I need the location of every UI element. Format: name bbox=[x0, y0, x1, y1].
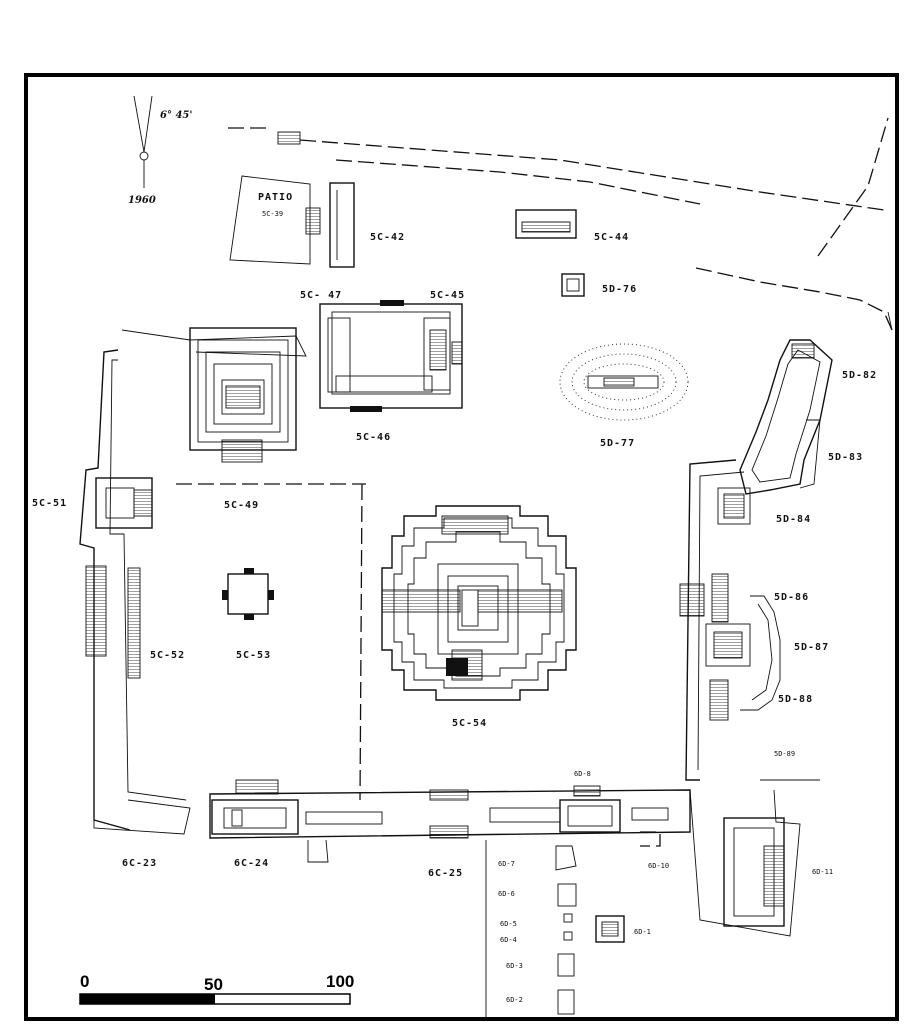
structure-5c-53: 5C-53 bbox=[176, 483, 366, 801]
label-5c-42: 5C-42 bbox=[370, 232, 405, 243]
structure-5c-42: 5C-42 bbox=[329, 182, 405, 268]
label-5d-86: 5D-86 bbox=[774, 592, 809, 603]
label-5d-83: 5D-83 bbox=[828, 452, 863, 463]
label-6c-24: 6C-24 bbox=[234, 858, 269, 869]
north-arrow: 6° 45' 1960 bbox=[128, 95, 192, 206]
label-patio: PATIO bbox=[258, 192, 293, 203]
label-6d-8: 6D-8 bbox=[574, 770, 591, 778]
structure-5d-76: 5D-76 bbox=[561, 273, 637, 297]
label-5c-52: 5C-52 bbox=[150, 650, 185, 661]
label-5c-49: 5C-49 bbox=[224, 500, 259, 511]
structure-5c-49: 5C-49 bbox=[121, 327, 307, 511]
label-5c-46: 5C-46 bbox=[356, 432, 391, 443]
structure-6d-11: 6D-11 bbox=[689, 789, 833, 937]
label-6d-6: 6D-6 bbox=[498, 890, 515, 898]
label-6d-1: 6D-1 bbox=[634, 928, 651, 936]
label-5d-88: 5D-88 bbox=[778, 694, 813, 705]
structure-5c-45-46-47: 5C- 47 5C-45 5C-46 bbox=[300, 290, 465, 443]
scale-tick-50: 50 bbox=[204, 975, 223, 994]
label-6d-3: 6D-3 bbox=[506, 962, 523, 970]
label-6d-5: 6D-5 bbox=[500, 920, 517, 928]
label-5d-76: 5D-76 bbox=[602, 284, 637, 295]
label-6d-2: 6D-2 bbox=[506, 996, 523, 1004]
label-5c-44: 5C-44 bbox=[594, 232, 629, 243]
label-5c-53: 5C-53 bbox=[236, 650, 271, 661]
structure-5c-44: 5C-44 bbox=[515, 209, 629, 243]
label-6d-11: 6D-11 bbox=[812, 868, 833, 876]
label-5d-84: 5D-84 bbox=[776, 514, 811, 525]
structure-5d-77: 5D-77 bbox=[559, 343, 689, 449]
structure-5c-54: 5C-54 bbox=[381, 505, 577, 729]
label-6d-10: 6D-10 bbox=[648, 862, 669, 870]
west-platform: 5C-51 5C-52 bbox=[32, 349, 187, 831]
label-5c-45: 5C-45 bbox=[430, 290, 465, 301]
label-5c-54: 5C-54 bbox=[452, 718, 487, 729]
label-5d-82: 5D-82 bbox=[842, 370, 877, 381]
declination-label: 6° 45' bbox=[160, 110, 192, 121]
scale-bar: 0 50 100 bbox=[79, 972, 354, 1005]
label-5d-89: 5D-89 bbox=[774, 750, 795, 758]
label-5d-87: 5D-87 bbox=[794, 642, 829, 653]
north-year-label: 1960 bbox=[128, 195, 156, 206]
label-5d-77: 5D-77 bbox=[600, 438, 635, 449]
label-6c-25: 6C-25 bbox=[428, 868, 463, 879]
south-platform: 6D-8 6C-24 6C-23 6C-25 bbox=[122, 770, 691, 879]
label-6d-7: 6D-7 bbox=[498, 860, 515, 868]
label-5c-47: 5C- 47 bbox=[300, 290, 342, 301]
map-frame bbox=[24, 73, 899, 1021]
scale-tick-0: 0 bbox=[80, 972, 89, 991]
structure-5c-39: PATIO 5C-39 bbox=[229, 175, 321, 265]
east-complex: 5D-82 5D-83 5D-84 5D-86 5D-87 5D-88 5D-8… bbox=[679, 339, 877, 781]
north-boundary bbox=[228, 117, 893, 331]
scale-tick-100: 100 bbox=[326, 972, 354, 991]
label-6c-23: 6C-23 bbox=[122, 858, 157, 869]
structures-6d: 6D-7 6D-6 6D-5 6D-4 6D-3 6D-2 6D-1 6D-10 bbox=[485, 831, 669, 1020]
label-5c-51: 5C-51 bbox=[32, 498, 67, 509]
label-6d-4: 6D-4 bbox=[500, 936, 517, 944]
structure-6c-23 bbox=[93, 799, 191, 835]
label-5c-39: 5C-39 bbox=[262, 210, 283, 218]
